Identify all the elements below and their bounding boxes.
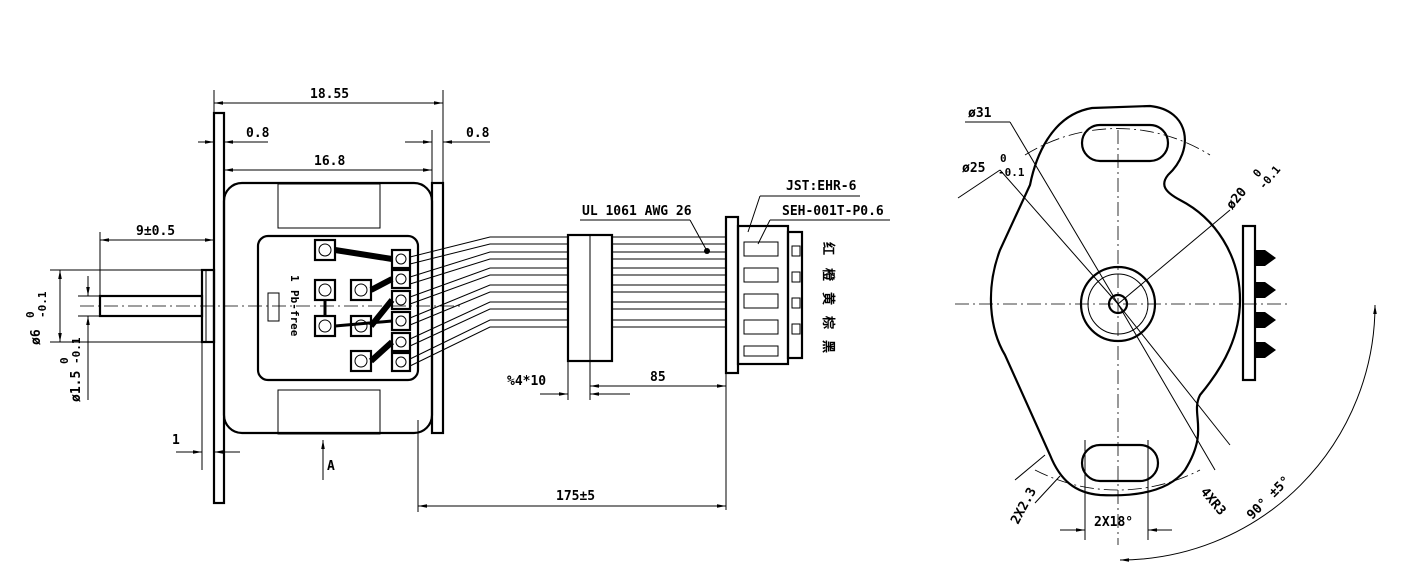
terminal-model-label: SEH-001T-P0.6 — [782, 204, 884, 219]
wire-spec-label: UL 1061 AWG 26 — [582, 204, 692, 219]
pcb-label-2: Pb-free — [288, 290, 301, 337]
connector-model-label: JST:EHR-6 — [786, 179, 857, 194]
view-marker: A — [327, 459, 335, 474]
front-view: ø31 ø25 0 -0.1 ø20 0 -0.1 4XR3 2X2.3 2X1… — [955, 104, 1377, 562]
dim-cable-length: 175±5 — [556, 489, 595, 504]
pilot-boss — [1079, 265, 1157, 343]
connector-housing — [724, 215, 740, 375]
dim-shaft-dia: ø6 — [29, 329, 44, 345]
mounting-slot-bottom — [1080, 443, 1160, 483]
wire-color-3: 棕 — [820, 315, 836, 329]
dim-flange-offset: 1 — [172, 433, 180, 448]
solder-pads — [313, 238, 412, 373]
side-connector — [1241, 224, 1257, 382]
dim-flange-left: 0.8 — [246, 126, 270, 141]
side-view: 1 Pb-free 18.55 0.8 0.8 16.8 9±0.5 ø6 0 … — [24, 87, 490, 505]
dim-pilot-tol2: -0.1 — [1256, 163, 1283, 192]
dim-slot-width: 2X2.3 — [1008, 485, 1040, 527]
dim-slot-angle: 2X18° — [1094, 515, 1133, 530]
sleeve-spec-label: %4*10 — [507, 374, 546, 389]
dim-sleeve-to-connector: 85 — [650, 370, 666, 385]
dim-pin-dia-tol2: -0.1 — [70, 337, 83, 364]
dim-total-width: 18.55 — [310, 87, 349, 102]
dim-mount-tol2: -0.1 — [998, 166, 1025, 179]
dim-shaft-dia-tol2: -0.1 — [36, 291, 49, 318]
shaft-end — [1107, 293, 1129, 315]
dim-body-width: 16.8 — [314, 154, 345, 169]
dim-flange-right: 0.8 — [466, 126, 490, 141]
dim-mount-tol: 0 — [1000, 152, 1007, 165]
cable-assembly: 红 橙 黄 棕 黑 UL 1061 AWG 26 JST:EHR-6 SEH-0… — [409, 179, 890, 512]
pcb-label-1: 1 — [288, 275, 301, 282]
dim-radius: 4XR3 — [1197, 485, 1229, 519]
dim-shaft-dia-tol: 0 — [24, 311, 37, 318]
coil-window-bottom — [277, 389, 381, 435]
mounting-slot-top — [1080, 123, 1170, 163]
dim-pin-dia-tol: 0 — [58, 357, 71, 364]
wire-color-1: 橙 — [820, 268, 836, 282]
dim-mount-dia: ø25 — [962, 161, 985, 176]
dim-shaft-length: 9±0.5 — [136, 224, 175, 239]
left-flange — [212, 111, 226, 505]
motor-body — [222, 181, 434, 435]
coil-window-top — [277, 183, 381, 229]
dim-outer-dia: ø31 — [968, 106, 992, 121]
wires — [409, 236, 726, 367]
wire-color-0: 红 — [820, 242, 836, 255]
dim-pin-dia: ø1.5 — [69, 371, 84, 402]
wire-color-4: 黑 — [820, 340, 835, 353]
dim-pilot-dia: ø20 — [1224, 185, 1251, 213]
wire-color-2: 黄 — [820, 292, 836, 305]
pcb — [256, 234, 420, 382]
